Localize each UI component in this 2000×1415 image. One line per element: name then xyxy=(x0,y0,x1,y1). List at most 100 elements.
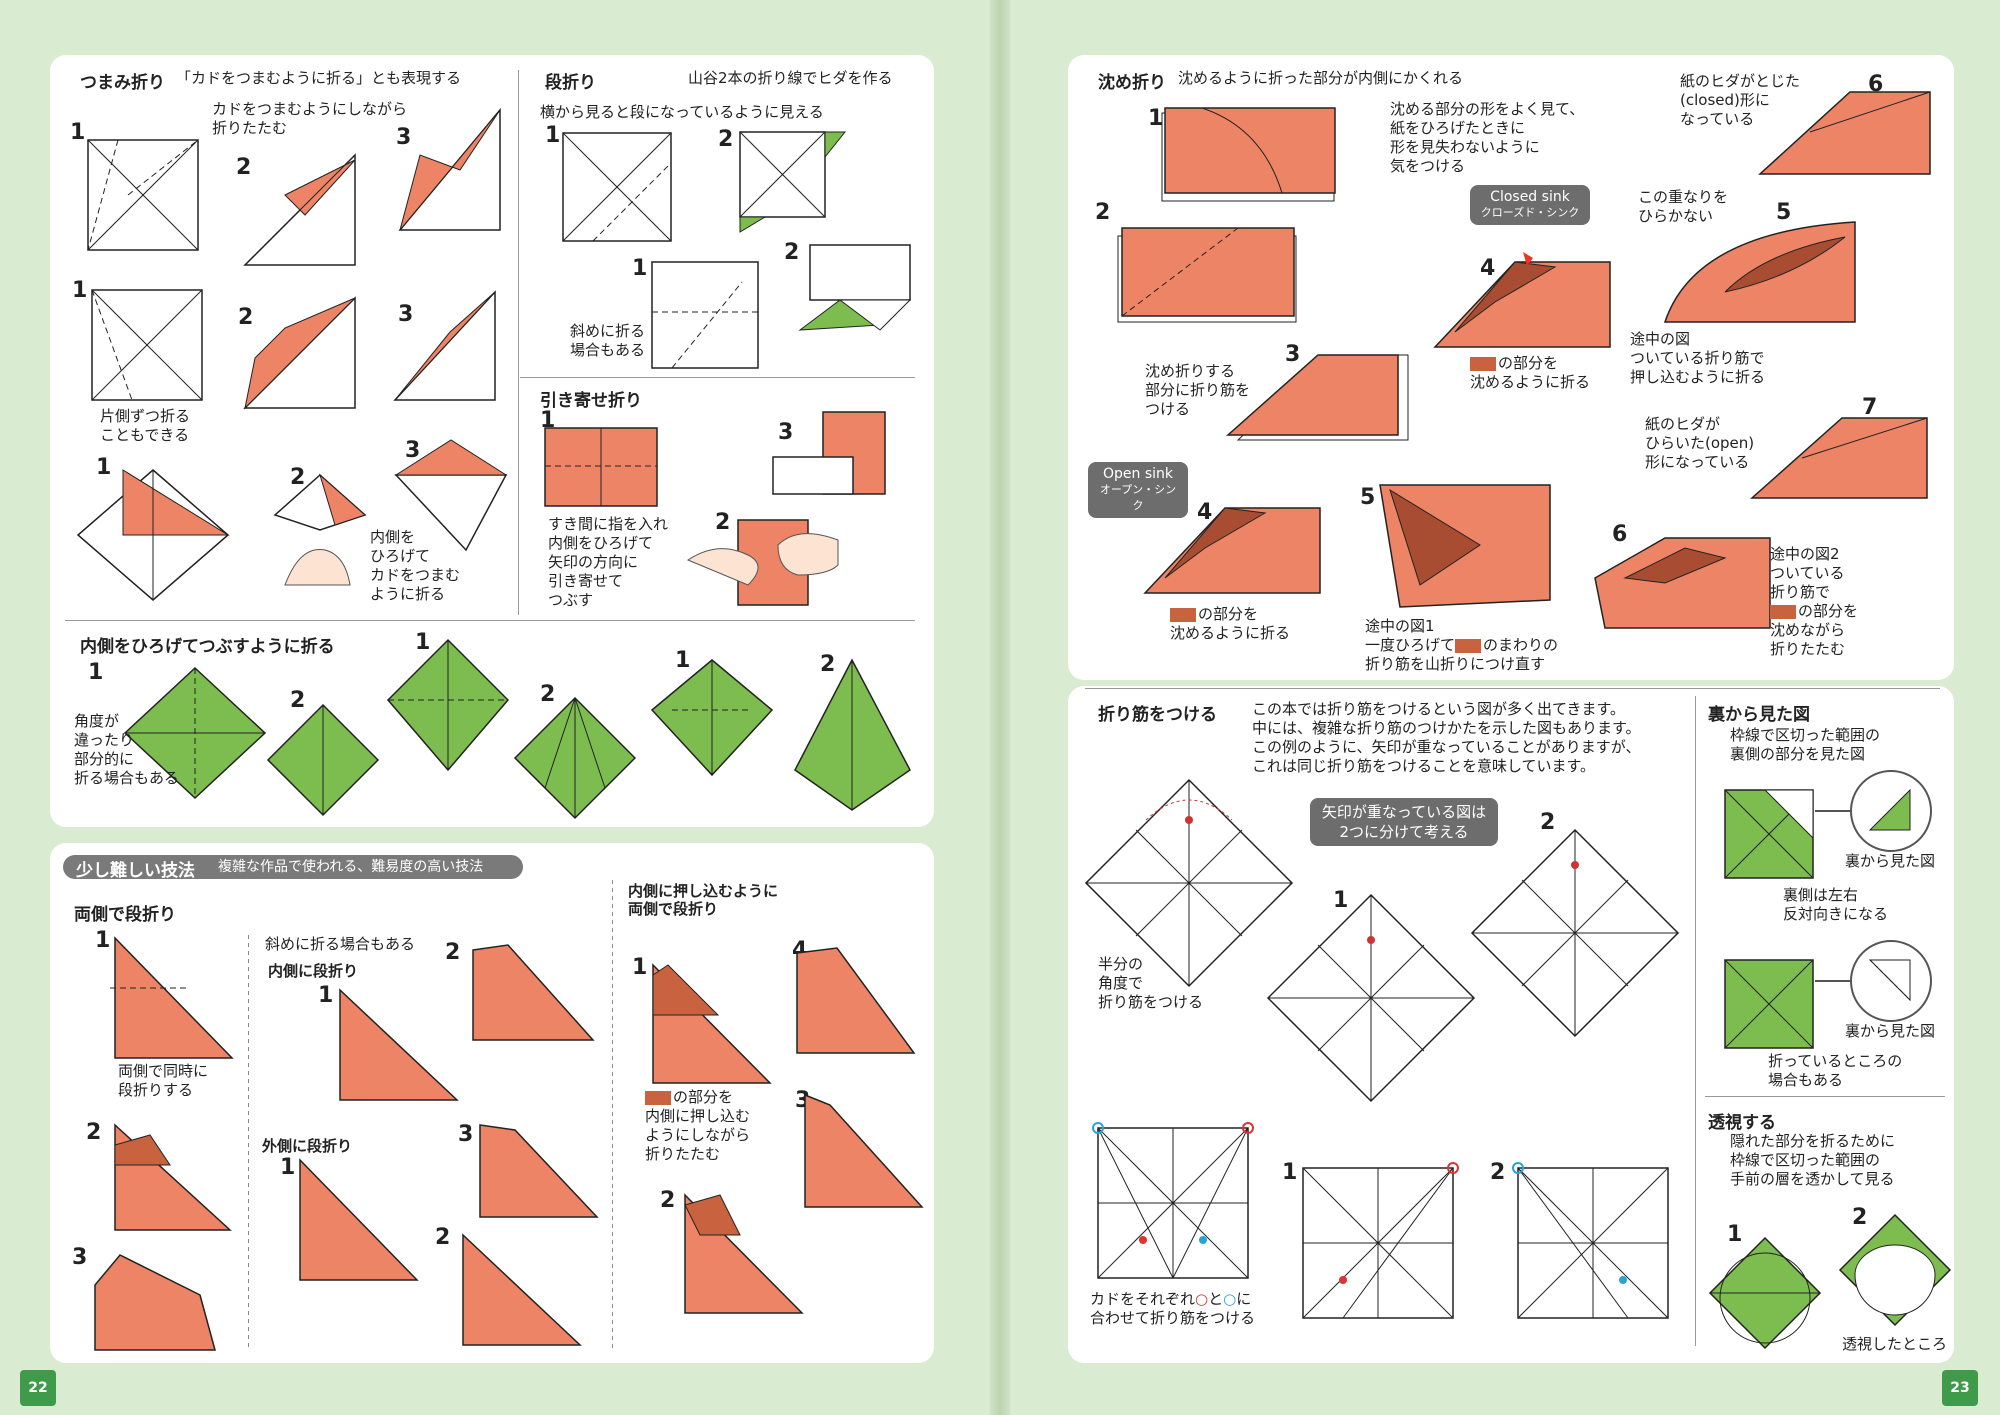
sink-diagram-3 xyxy=(1226,354,1409,441)
sink-note: の部分を xyxy=(1770,602,1858,621)
pull-diagram-1 xyxy=(544,427,658,507)
step-number: 3 xyxy=(458,1122,474,1147)
divider xyxy=(65,620,915,621)
push-note: 内側に押し込む xyxy=(645,1107,751,1125)
open-sink-ja: オープン・シンク xyxy=(1099,483,1177,512)
step-number: 3 xyxy=(396,125,412,150)
step-diagram-2 xyxy=(739,131,847,233)
step-number: 2 xyxy=(820,652,836,677)
transparent-view-desc: 枠線で区切った範囲の xyxy=(1730,1151,1881,1169)
back-view-label: 折っているところの xyxy=(1768,1052,1903,1070)
squash-note: 違ったり xyxy=(74,731,135,749)
push-title: 内側に押し込むように xyxy=(628,882,779,900)
sink-diagram-o6 xyxy=(1594,537,1771,629)
sink-diagram-c6 xyxy=(1758,91,1931,175)
sink-note: つける xyxy=(1145,400,1191,418)
back-view-diagram-1 xyxy=(1724,789,1814,879)
step-fold-note: 横から見ると段になっているように見える xyxy=(540,103,824,121)
step-diagram-4 xyxy=(798,244,912,331)
squash-diagram-5 xyxy=(650,659,774,777)
squash-diagram-1 xyxy=(123,666,267,800)
sink-note: ついている xyxy=(1770,564,1845,582)
sink-note: ついている折り筋で xyxy=(1630,349,1765,367)
crease-diagram-1 xyxy=(1266,893,1476,1103)
sink-note: 沈める部分の形をよく見て、 xyxy=(1390,100,1585,118)
step-number: 2 xyxy=(1540,810,1556,835)
crease-note: 折り筋をつける xyxy=(1098,993,1204,1011)
back-view-desc: 裏側の部分を見た図 xyxy=(1730,745,1866,763)
pinch-diagram-3 xyxy=(398,107,501,231)
crease-desc: 中には、複雑な折り筋のつけかたを示した図もあります。 xyxy=(1252,719,1641,737)
sink-note: 途中の図 xyxy=(1630,330,1691,348)
sink-diagram-o4 xyxy=(1143,507,1321,594)
step-number: 6 xyxy=(1868,72,1884,97)
sink-note: 紙のヒダがとじた xyxy=(1680,72,1801,90)
sink-note: 折り筋で xyxy=(1770,583,1831,601)
sink-note-text: 一度ひろげて xyxy=(1365,636,1456,654)
pinch-note: 内側を xyxy=(370,528,416,546)
divider xyxy=(1085,688,1940,689)
advanced-desc: 複雑な作品で使われる、難易度の高い技法 xyxy=(218,859,484,875)
transparent-view-desc: 隠れた部分を折るために xyxy=(1730,1132,1896,1150)
step-number: 2 xyxy=(1095,200,1111,225)
closed-sink-en: Closed sink xyxy=(1490,189,1570,205)
pull-note: 内側をひろげて xyxy=(548,534,654,552)
pinch-diagram-1 xyxy=(87,139,199,251)
step-number: 1 xyxy=(1282,1160,1298,1185)
both-diagram-1 xyxy=(110,936,234,1059)
sink-desc: 沈めるように折った部分が内側にかくれる xyxy=(1178,69,1464,87)
pinch-diagram-9 xyxy=(394,439,508,552)
step-number: 1 xyxy=(95,928,111,953)
step-number: 2 xyxy=(718,127,734,152)
connector xyxy=(1815,980,1850,982)
step-number: 1 xyxy=(415,630,431,655)
crease-diagram-sq1 xyxy=(1302,1162,1459,1319)
push-note: ようにしながら xyxy=(645,1126,751,1144)
step-number: 1 xyxy=(70,120,86,145)
pull-diagram-2 xyxy=(686,519,839,606)
outer-diagram-3 xyxy=(479,1124,599,1218)
sink-note: 気をつける xyxy=(1390,157,1466,175)
squash-diagram-3 xyxy=(386,638,510,772)
sink-note: 一度ひろげてのまわりの xyxy=(1365,636,1558,655)
crease-diagram-square xyxy=(1092,1122,1254,1279)
advanced-title: 少し難しい技法 xyxy=(76,861,195,881)
back-view-label: 裏から見た図 xyxy=(1845,1022,1936,1040)
outer-diagram-2 xyxy=(462,1233,582,1346)
transparent-label: 透視したところ xyxy=(1842,1335,1948,1353)
step-number: 4 xyxy=(1197,500,1213,525)
push-diagram-1 xyxy=(652,963,772,1084)
outer-diagram-1 xyxy=(299,1158,419,1281)
sink-diagram-c4 xyxy=(1433,252,1611,348)
color-swatch xyxy=(1770,604,1796,619)
step-number: 2 xyxy=(784,240,800,265)
both-sides-title: 両側で段折り xyxy=(74,905,176,925)
pinch-note: 片側ずつ折る xyxy=(100,407,191,425)
closed-sink-ja: クローズド・シンク xyxy=(1480,206,1580,219)
pinch-diagram-6 xyxy=(393,290,496,401)
step-number: 2 xyxy=(540,682,556,707)
sink-note: ひらかない xyxy=(1638,207,1714,225)
pinch-note: カドをつまむようにしながら xyxy=(212,100,408,118)
outer-step-title: 外側に段折り xyxy=(262,1137,353,1155)
step-number: 3 xyxy=(72,1245,88,1270)
pinch-note: ひろげて xyxy=(370,547,431,565)
color-swatch xyxy=(1170,607,1196,622)
push-diagram-2 xyxy=(684,1193,804,1314)
step-number: 2 xyxy=(435,1225,451,1250)
step-number: 1 xyxy=(675,648,691,673)
crease-desc: この本では折り筋をつけるという図が多く出てきます。 xyxy=(1252,700,1626,718)
transparent-diagram-1 xyxy=(1708,1236,1822,1350)
step-number: 1 xyxy=(545,123,561,148)
sink-diagram-2 xyxy=(1117,227,1297,323)
pinch-note: ように折る xyxy=(370,585,446,603)
back-view-diagram-2 xyxy=(1724,959,1814,1049)
squash-diagram-2 xyxy=(266,703,380,817)
crease-note: 半分の xyxy=(1098,955,1144,973)
step-number: 1 xyxy=(72,278,88,303)
squash-note: 折る場合もある xyxy=(74,769,180,787)
sink-note: 途中の図2 xyxy=(1770,545,1840,563)
sink-note: (closed)形に xyxy=(1680,91,1770,109)
